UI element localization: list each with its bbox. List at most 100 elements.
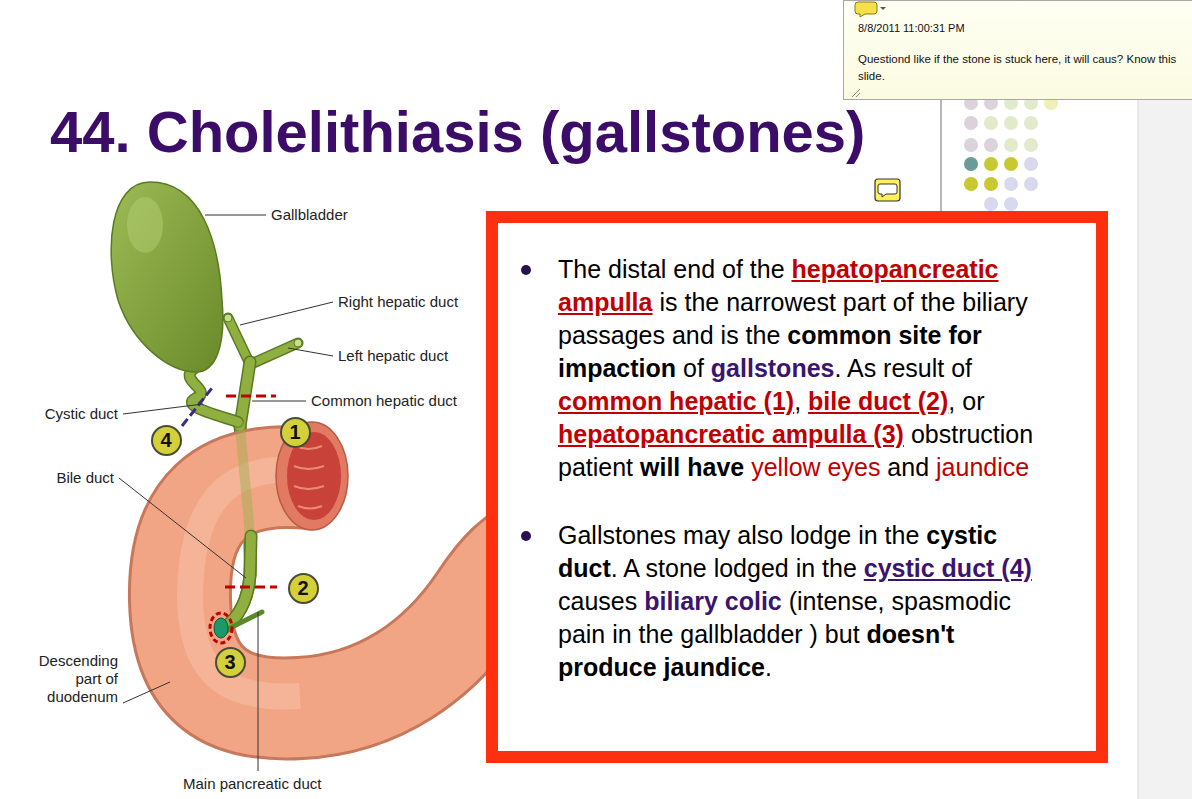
decor-dot (1024, 138, 1038, 152)
decor-dot (984, 177, 998, 191)
decor-dot (1004, 197, 1018, 211)
leader-line (119, 215, 333, 771)
decor-dot (1004, 138, 1018, 152)
body-text: hepatopancreatic ampulla (3) (558, 420, 904, 448)
body-text: causes (558, 587, 644, 615)
body-text: yellow eyes (744, 453, 880, 481)
duodenum (294, 446, 324, 509)
body-text: , (794, 387, 808, 415)
body-text: Gallstones may also lodge in the (558, 521, 926, 549)
comment-marker (878, 184, 897, 197)
gallbladder-shape (111, 182, 223, 372)
hepatic-ducts (240, 362, 250, 426)
body-text: gallstones (711, 354, 835, 382)
obstruction-marker (226, 395, 276, 398)
decor-dot (1024, 116, 1038, 130)
body-text: bile duct (2) (808, 387, 948, 415)
callout-number: 3 (215, 647, 246, 678)
body-text: cystic duct (4) (864, 554, 1032, 582)
part-label: Common hepatic duct (311, 392, 457, 410)
callout-text: 4 (160, 429, 171, 451)
note-icon (844, 1, 1192, 101)
part-label: Left hepatic duct (338, 347, 448, 365)
body-text: . (765, 653, 772, 681)
note-date: 8/8/2011 11:00:31 PM (858, 21, 965, 35)
body-text: biliary colic (644, 587, 782, 615)
bullet-paragraph: Gallstones may also lodge in the cystic … (558, 519, 1050, 684)
hepatic-ducts (294, 339, 302, 347)
decor-dot (1024, 157, 1038, 171)
text-column: The distal end of the hepatopancreatic a… (558, 253, 1050, 684)
hepatic-ducts (224, 314, 302, 426)
decor-dot (984, 138, 998, 152)
ampulla-marker (210, 613, 232, 643)
gallbladder-shape (111, 182, 238, 422)
decor-dot (984, 197, 998, 211)
decor-dot (964, 116, 978, 130)
decor-dot (1004, 157, 1018, 171)
obstruction-marker (182, 388, 277, 587)
callout-number: 2 (288, 573, 319, 604)
part-label: Right hepatic duct (338, 293, 458, 311)
body-text: will have (640, 453, 744, 481)
hepatic-ducts (240, 362, 250, 426)
decor-dot (1004, 177, 1018, 191)
resize-handle (852, 89, 860, 97)
bullet-dot (521, 265, 531, 275)
body-text: jaundice (936, 453, 1029, 481)
note-icon (880, 7, 886, 10)
leader-line (240, 302, 333, 325)
decor-dot (984, 116, 998, 130)
decor-dot (964, 157, 978, 171)
bile-duct-through-wall (224, 425, 251, 628)
leader-line (288, 348, 333, 356)
body-text: . A stone lodged in the (611, 554, 864, 582)
hepatic-ducts (251, 343, 298, 364)
body-text: The distal end of the (558, 255, 791, 283)
body-text: . As result of (834, 354, 972, 382)
slide-edge (1138, 0, 1139, 799)
body-text: , or (948, 387, 984, 415)
callout-number: 1 (280, 417, 311, 448)
leader-line (258, 612, 259, 771)
obstruction-marker (225, 586, 277, 589)
callout-text: 3 (224, 651, 235, 673)
bullet-paragraph: The distal end of the hepatopancreatic a… (558, 253, 1050, 484)
part-label: Cystic duct (18, 405, 118, 423)
leader-line (123, 682, 170, 703)
decor-dot (984, 157, 998, 171)
hepatic-ducts (251, 343, 298, 364)
part-label: Gallbladder (271, 206, 348, 224)
obstruction-marker (182, 388, 212, 426)
body-text: and (880, 453, 936, 481)
part-label: Main pancreatic duct (183, 775, 321, 793)
comment-marker (875, 179, 900, 201)
comment-note: 8/8/2011 11:00:31 PM Questiond like if th… (843, 0, 1192, 100)
body-text: common hepatic (1) (558, 387, 794, 415)
bile-duct-through-wall (224, 536, 251, 628)
leader-line (119, 478, 246, 578)
callout-number: 4 (151, 425, 182, 456)
leader-line (123, 404, 203, 414)
leader-line (252, 401, 306, 402)
slide-edge (1138, 0, 1192, 799)
callout-text: 1 (289, 421, 300, 443)
ampulla-marker (214, 618, 228, 638)
note-text: Questiond like if the stone is stuck her… (858, 51, 1184, 85)
callout-text: 2 (297, 577, 308, 599)
bullet-dot (521, 531, 531, 541)
hepatic-ducts (224, 314, 232, 322)
hepatic-ducts (228, 318, 249, 362)
part-label: Bile duct (18, 469, 114, 487)
leader-line (205, 215, 266, 216)
ampulla-marker (210, 613, 232, 643)
slide-edge (1138, 0, 1192, 799)
hepatic-ducts (228, 318, 249, 362)
part-label: Descending part of duodenum (30, 652, 118, 706)
note-icon (855, 2, 877, 17)
decor-dot (964, 138, 978, 152)
body-text: of (676, 354, 711, 382)
comment-marker (875, 179, 900, 201)
gallbladder-shape (127, 197, 163, 253)
